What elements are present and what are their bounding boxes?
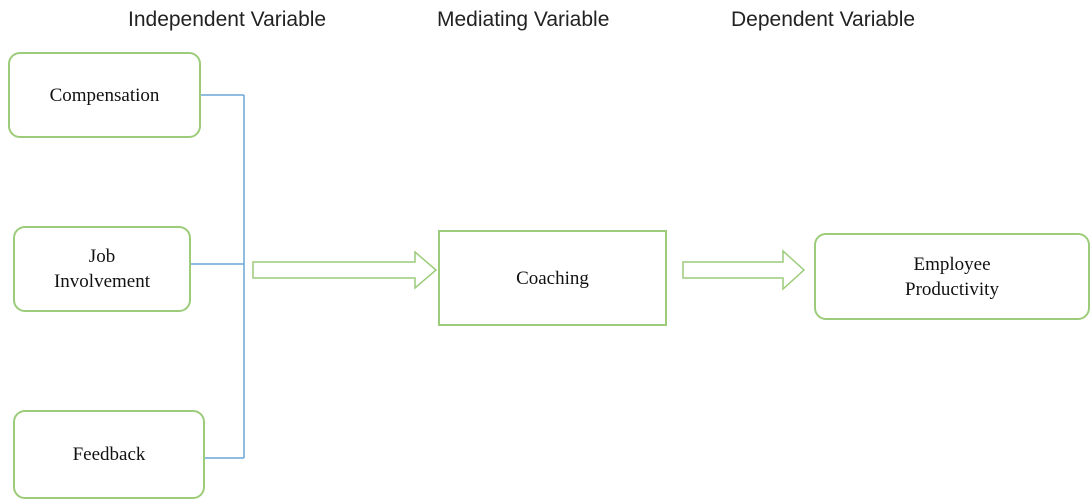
node-job-involvement-line1: Job: [88, 246, 116, 267]
node-employee-productivity-line1: Employee: [913, 253, 991, 275]
node-compensation-label: Compensation: [49, 84, 160, 106]
node-job-involvement-label: Job Involvement: [54, 244, 150, 294]
node-compensation: Compensation: [8, 52, 201, 138]
bracket-connector: [190, 94, 245, 459]
arrow-to-employee-productivity: [682, 249, 806, 291]
node-coaching: Coaching: [438, 230, 667, 326]
node-employee-productivity-line2: Productivity: [905, 278, 999, 300]
node-feedback-label: Feedback: [72, 444, 146, 465]
node-job-involvement-line2: Involvement: [53, 271, 151, 292]
node-coaching-label: Coaching: [516, 267, 589, 289]
heading-independent-variable: Independent Variable: [128, 8, 327, 31]
heading-dependent-variable: Dependent Variable: [731, 8, 916, 31]
node-job-involvement: Job Involvement: [13, 226, 191, 312]
node-feedback: Feedback: [13, 410, 205, 499]
arrow-to-coaching: [252, 250, 438, 290]
heading-mediating-variable: Mediating Variable: [437, 8, 610, 31]
node-employee-productivity: Employee Productivity: [814, 233, 1090, 320]
node-employee-productivity-label: Employee Productivity: [905, 252, 999, 302]
